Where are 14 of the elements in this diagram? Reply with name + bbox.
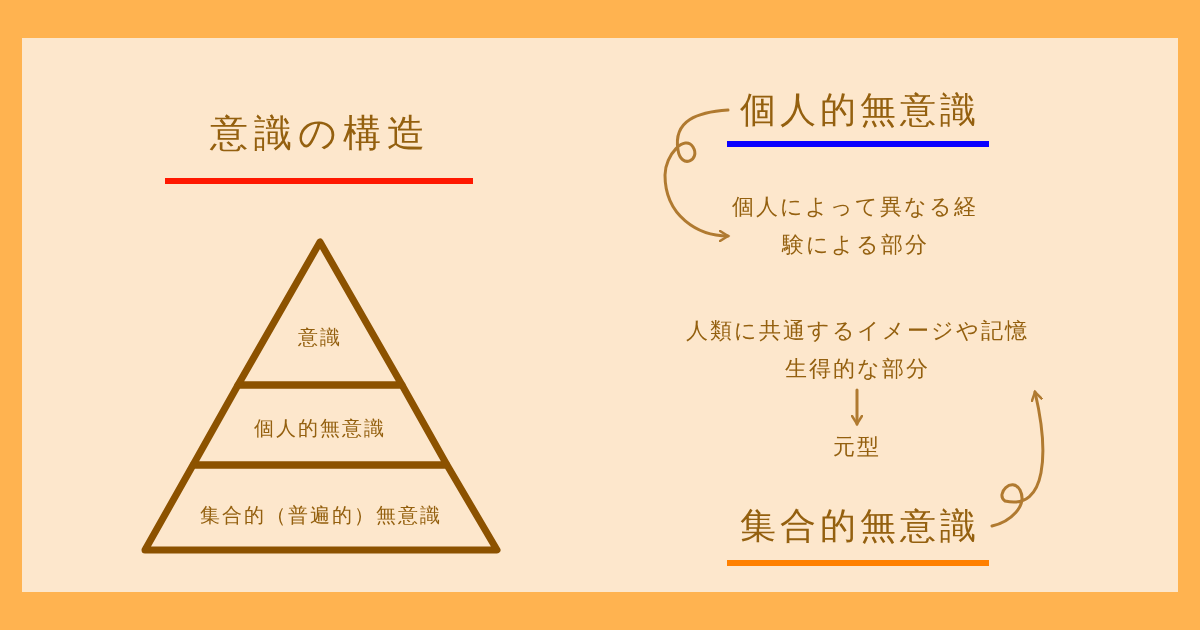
- pyramid-layer: [141, 461, 501, 554]
- label-text: 個人的無意識: [253, 415, 387, 442]
- heading-text: 個人的無意識: [739, 88, 981, 132]
- label-text: 人類に共通するイメージや記憶: [685, 317, 1030, 345]
- label-text: 個人によって異なる経験による部分: [731, 193, 979, 259]
- label-text: 意識: [297, 324, 343, 351]
- label-text: 元型: [832, 433, 882, 461]
- label-text: 生得的な部分: [784, 355, 931, 383]
- label-text: 集合的（普遍的）無意識: [199, 502, 443, 529]
- arrow: [850, 388, 864, 426]
- curved-arrow: [990, 390, 1045, 528]
- heading-text: 集合的無意識: [739, 504, 981, 548]
- diagram-title: 意識の構造: [208, 110, 432, 157]
- curved-arrow: [663, 108, 730, 242]
